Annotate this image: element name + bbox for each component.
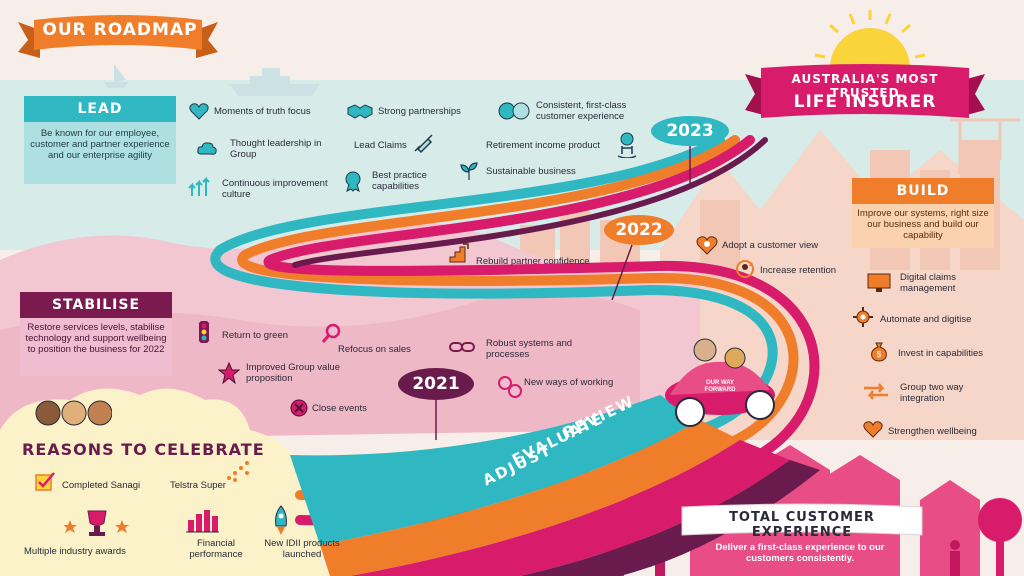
magnifier-icon (321, 323, 341, 343)
lead-item-sustainable: Sustainable business (486, 166, 576, 177)
build-item-partner: Rebuild partner confidence (476, 256, 590, 267)
road-foreground-plum (520, 460, 820, 576)
tcx-title: TOTAL CUSTOMER EXPERIENCE (729, 510, 875, 540)
stabilise-item-close: Close events (312, 403, 367, 414)
stabilise-item-green: Return to green (222, 330, 289, 341)
celebrate-item-financial: Financial performance (189, 538, 243, 560)
two-way-arrows-icon (864, 383, 888, 400)
gears-icon (498, 376, 522, 398)
stabilise-item-sales: Refocus on sales (338, 344, 411, 355)
roadmap-title: OUR ROADMAP (42, 20, 198, 40)
boat-silhouette (104, 64, 128, 88)
build-title: BUILD (896, 183, 950, 199)
celebrate-cloud (0, 388, 343, 576)
car-illustration (665, 338, 775, 427)
car-sign-line-2: FORWARD (704, 387, 736, 393)
celebrate-item-sanagi: Completed Sanagi (62, 480, 141, 491)
celebrate-item-idii: New IDII products launched (264, 538, 340, 560)
sprout-icon (460, 162, 478, 180)
syringe-icon (414, 134, 433, 154)
pole-2022 (611, 244, 633, 301)
year-2023-marker: 2023 (651, 116, 729, 146)
build-item-wellbeing: Strengthen wellbeing (888, 426, 977, 437)
lead-item-moments: Moments of truth focus (214, 106, 311, 117)
lead-item-best: Best practice capabilities (372, 170, 427, 192)
stabilise-description: Restore services levels, stabilise techn… (25, 322, 167, 355)
lead-item-consistent: Consistent, first-class customer experie… (536, 100, 627, 122)
trophy-icon (64, 510, 129, 536)
build-item-digital: Digital claims management (900, 272, 956, 294)
stabilise-title: STABILISE (51, 297, 141, 313)
build-item-adopt: Adopt a customer view (722, 240, 819, 251)
checkbox-icon (35, 472, 55, 491)
build-item-automate: Automate and digitise (880, 314, 972, 325)
celebrate-title: REASONS TO CELEBRATE (22, 440, 265, 459)
rosette-icon (345, 171, 361, 192)
rocking-chair-icon (617, 132, 637, 158)
stabilise-item-ways: New ways of working (524, 377, 614, 388)
lead-item-continuous: Continuous improvement culture (222, 178, 328, 200)
build-item-invest: Invest in capabilities (898, 348, 984, 359)
car-sign-line-1: OUR WAY (705, 380, 735, 386)
road-foreground (290, 395, 700, 545)
cloud-icon (197, 142, 217, 155)
rocket-icon (275, 505, 287, 535)
refresh-person-icon (736, 260, 754, 278)
traffic-light-icon (199, 321, 209, 343)
stabilise-item-robust: Robust systems and processes (486, 338, 573, 360)
lead-title: LEAD (77, 101, 123, 117)
crane-silhouette (950, 118, 1020, 175)
year-2021-marker: 2021 (398, 368, 474, 400)
heart-person-icon (696, 236, 718, 255)
lead-item-retirement: Retirement income product (486, 140, 601, 151)
ship-silhouette (230, 68, 320, 96)
bar-chart-icon (186, 510, 219, 533)
year-2022-marker: 2022 (604, 215, 674, 245)
lead-item-thought: Thought leadership in Group (230, 138, 322, 160)
heart-icon (863, 421, 883, 438)
build-header (852, 178, 994, 204)
team-faces-icon (35, 400, 112, 426)
celebrate-item-awards: Multiple industry awards (24, 546, 126, 557)
stabilise-header (20, 292, 172, 318)
build-item-retention: Increase retention (760, 265, 837, 276)
arrows-up-icon (188, 176, 210, 196)
goal-line-2: LIFE INSURER (793, 92, 937, 112)
gear-icon (853, 307, 873, 327)
celebrate-item-telstra: Telstra Super (170, 480, 226, 491)
chain-icon (449, 342, 475, 352)
lead-header (24, 96, 176, 122)
build-item-group: Group two way integration (900, 382, 964, 404)
money-bag-icon: $ (871, 342, 887, 362)
svg-text:$: $ (877, 350, 882, 359)
build-description: Improve our systems, right size our busi… (857, 208, 989, 241)
lead-item-claims: Lead Claims (354, 140, 407, 151)
monitor-icon (867, 273, 891, 292)
handshake-icon (347, 104, 373, 119)
car-sign: OUR WAY FORWARD (700, 380, 740, 394)
dots-icon (227, 461, 249, 482)
lead-description: Be known for our employee, customer and … (30, 128, 170, 161)
faces-icon (498, 102, 530, 120)
stabilise-item-value: Improved Group value proposition (246, 362, 340, 384)
road-foreground-orange (320, 420, 740, 576)
goal-ribbon (745, 64, 985, 118)
tcx-description: Deliver a first-class experience to our … (715, 542, 885, 564)
lead-item-partnerships: Strong partnerships (378, 106, 461, 117)
goal-line-1: AUSTRALIA'S MOST TRUSTED (791, 72, 939, 100)
star-icon (218, 362, 240, 384)
stairs-icon (449, 243, 469, 263)
heart-icon (189, 103, 209, 120)
roadmap-ribbon (18, 15, 218, 58)
close-icon (290, 399, 308, 417)
tcx-ribbon (681, 503, 923, 536)
